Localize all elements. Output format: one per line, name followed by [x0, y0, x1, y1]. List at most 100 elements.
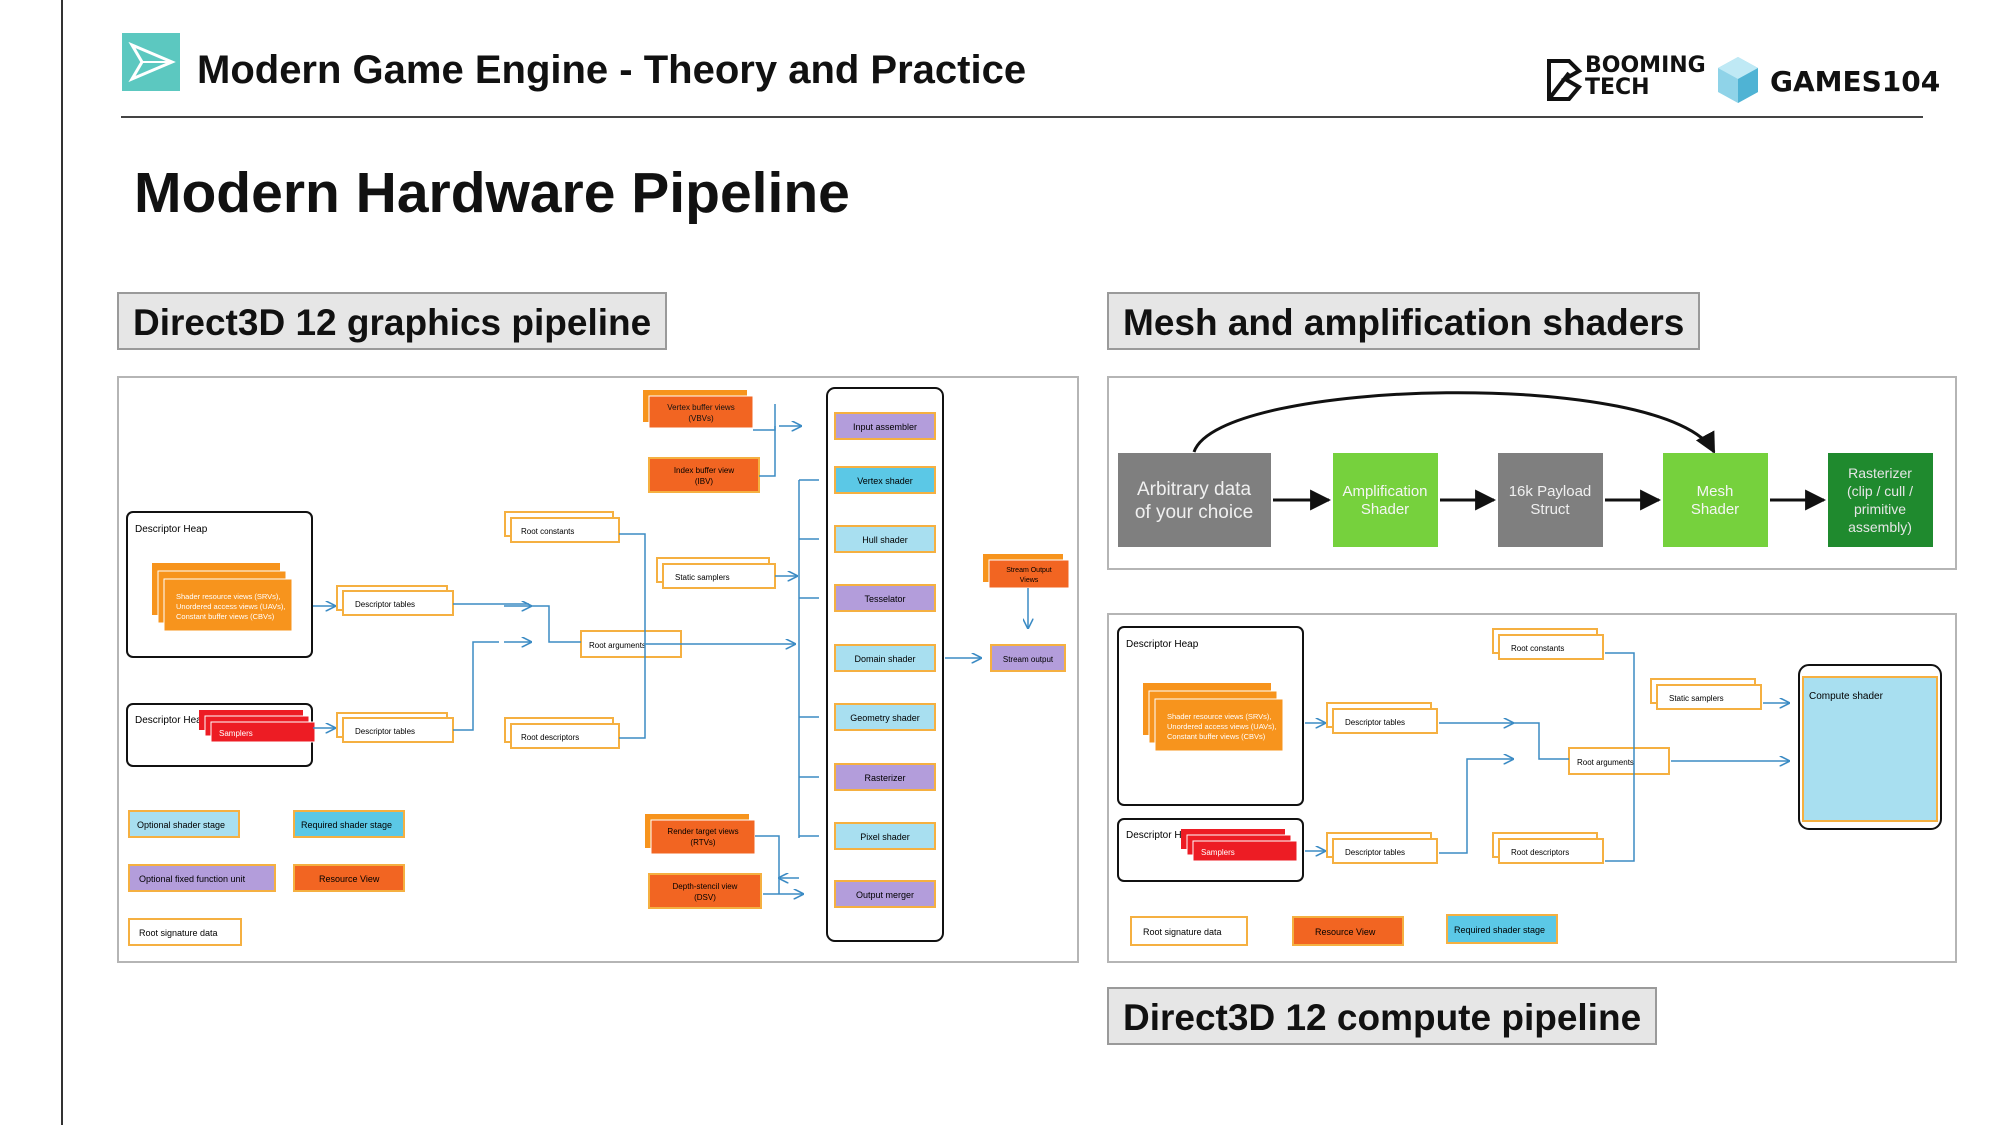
compute-legend-required-shader-stage-text: Required shader stage	[1454, 925, 1545, 935]
compute-legend: Root signature data Resource View Requir…	[1130, 914, 1558, 946]
legend-root-signature-text: Root signature data	[139, 928, 218, 938]
samplers-box	[210, 721, 316, 743]
stage-output-merger	[834, 880, 936, 908]
vbv-box	[648, 395, 754, 429]
stream-output-text: Stream output	[1003, 655, 1054, 664]
stage-tesselator-text: Tesselator	[864, 594, 905, 604]
root-descriptors-box	[510, 723, 620, 749]
compute-resource-views-box	[1154, 698, 1284, 752]
descriptor-tables-text: Descriptor tables	[355, 600, 415, 609]
node-mesh-shader-text-1: Mesh	[1697, 483, 1734, 500]
root-constants-box	[510, 517, 620, 543]
compute-shader-box	[1802, 676, 1938, 822]
legend-optional-shader-stage-text: Optional shader stage	[137, 820, 225, 830]
stage-rasterizer-text: Rasterizer	[864, 773, 905, 783]
stage-tesselator	[834, 584, 936, 612]
node-rasterizer-text-3: primitive	[1854, 501, 1906, 517]
compute-pipeline-svg: Descriptor Heap Shader resource views (S…	[1117, 626, 1942, 946]
compute-legend-root-signature-text: Root signature data	[1143, 927, 1222, 937]
compute-legend-root-signature	[1130, 916, 1248, 946]
descriptor-tables-2-box	[342, 717, 454, 743]
compute-samplers-box	[1192, 840, 1298, 862]
rtv-text-1: Render target views	[667, 827, 738, 836]
ibv-text-2: (IBV)	[695, 477, 714, 486]
compute-root-descriptors-box	[1498, 838, 1604, 864]
compute-resource-views-text-3: Constant buffer views (CBVs)	[1167, 732, 1266, 741]
stage-input-assembler-text: Input assembler	[853, 422, 917, 432]
booming-tech-logo: BOOMING TECH	[1545, 53, 1706, 105]
stage-rasterizer	[834, 763, 936, 791]
resource-views-text-3: Constant buffer views (CBVs)	[176, 612, 275, 621]
mesh-shaders-label: Mesh and amplification shaders	[1107, 292, 1701, 350]
node-payload-struct	[1498, 453, 1603, 547]
rtv-text-2: (RTVs)	[690, 838, 716, 847]
compute-descriptor-tables-2-text: Descriptor tables	[1345, 848, 1405, 857]
legend-optional-fixed-function-text: Optional fixed function unit	[139, 874, 246, 884]
compute-connectors	[1305, 652, 1789, 862]
node-rasterizer-text-4: assembly)	[1848, 519, 1912, 535]
node-mesh-shader-text-2: Shader	[1691, 501, 1739, 518]
graphics-pipeline-svg: Descriptor Heap Shader resource views (S…	[126, 387, 1070, 946]
static-samplers-text: Static samplers	[675, 573, 730, 582]
node-amplification-shader-text-2: Shader	[1361, 501, 1409, 518]
graphics-legend: Optional shader stage Required shader st…	[128, 810, 405, 946]
graphics-connectors	[313, 404, 1028, 894]
games104-cube-icon	[1718, 57, 1758, 103]
compute-root-descriptors-text: Root descriptors	[1511, 848, 1569, 857]
node-arbitrary-data-text-1: Arbitrary data	[1137, 479, 1251, 500]
header-divider	[121, 116, 1923, 118]
stage-pixel-shader-text: Pixel shader	[860, 832, 910, 842]
node-rasterizer-text-2: (clip / cull /	[1847, 483, 1913, 499]
left-edge-rule	[61, 0, 63, 1125]
legend-resource-view	[293, 864, 405, 892]
compute-legend-required-shader-stage	[1446, 914, 1558, 944]
stage-domain-shader-text: Domain shader	[854, 654, 915, 664]
legend-required-shader-stage	[293, 810, 405, 838]
stage-geometry-shader	[834, 703, 936, 731]
node-amplification-shader	[1333, 453, 1438, 547]
stage-input-assembler	[834, 412, 936, 440]
node-payload-struct-text-2: Struct	[1530, 501, 1570, 518]
stage-geometry-shader-text: Geometry shader	[850, 713, 920, 723]
bypass-arc-arrow	[1192, 391, 1716, 454]
compute-descriptor-tables-2-box	[1332, 838, 1438, 864]
descriptor-tables-box	[342, 590, 454, 616]
course-title: Modern Game Engine - Theory and Practice	[197, 48, 1027, 92]
node-payload-struct-text-1: 16k Payload	[1509, 483, 1592, 500]
vbv-text-2: (VBVs)	[688, 414, 714, 423]
rtv-box	[650, 819, 756, 855]
compute-samplers-text: Samplers	[1201, 848, 1235, 857]
legend-required-shader-stage-text: Required shader stage	[301, 820, 392, 830]
stage-pixel-shader	[834, 822, 936, 850]
booming-tech-mark-icon	[1547, 59, 1583, 101]
resource-views-box	[163, 578, 293, 632]
mesh-shader-svg: Arbitrary data of your choice Amplificat…	[1118, 391, 1933, 547]
dsv-text-2: (DSV)	[694, 893, 716, 902]
stream-output-box	[990, 644, 1066, 672]
slide-title: Modern Hardware Pipeline	[134, 161, 850, 225]
games104-logo: GAMES104	[1715, 55, 1940, 105]
node-arbitrary-data	[1118, 453, 1271, 547]
legend-optional-fixed-function	[128, 864, 276, 892]
graphics-pipeline-label: Direct3D 12 graphics pipeline	[117, 292, 668, 350]
games104-text: GAMES104	[1770, 65, 1941, 98]
tech-text: TECH	[1585, 75, 1650, 100]
node-mesh-shader	[1663, 453, 1768, 547]
legend-optional-shader-stage	[128, 810, 240, 838]
stream-output-views-text-2: Views	[1020, 577, 1039, 584]
compute-legend-resource-view-text: Resource View	[1315, 927, 1376, 937]
stream-output-views-box	[988, 559, 1070, 589]
booming-text: BOOMING	[1585, 53, 1706, 78]
node-rasterizer-text-1: Rasterizer	[1848, 465, 1912, 481]
root-constants-text: Root constants	[521, 527, 574, 536]
compute-root-constants-text: Root constants	[1511, 644, 1564, 653]
compute-resource-views-text-1: Shader resource views (SRVs),	[1167, 712, 1271, 721]
samplers-text: Samplers	[219, 729, 253, 738]
stage-hull-shader-text: Hull shader	[862, 535, 908, 545]
compute-pipeline-diagram: Descriptor Heap Shader resource views (S…	[1107, 613, 1957, 963]
compute-static-samplers-text: Static samplers	[1669, 694, 1724, 703]
compute-root-arguments-box	[1568, 747, 1670, 775]
compute-root-arguments-text: Root arguments	[1577, 758, 1634, 767]
descriptor-heap-title: Descriptor Heap	[135, 524, 208, 535]
root-arguments-text: Root arguments	[589, 641, 646, 650]
